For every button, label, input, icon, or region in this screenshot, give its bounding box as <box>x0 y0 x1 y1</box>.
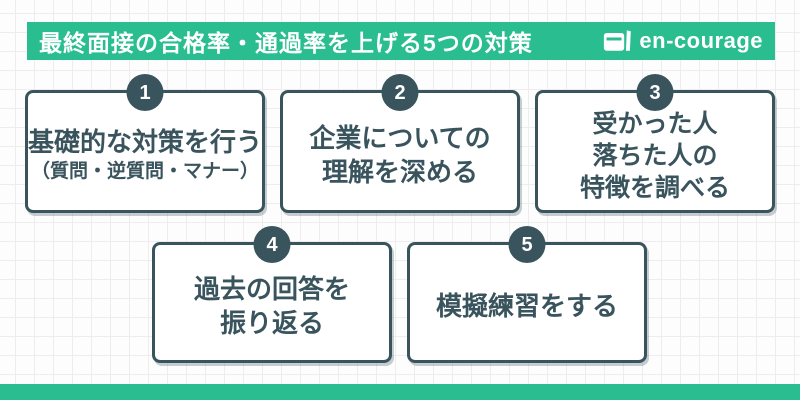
page-title: 最終面接の合格率・通過率を上げる5つの対策 <box>39 30 533 56</box>
card-4-review-past-answers: 4 過去の回答を 振り返る <box>152 226 392 363</box>
card-4-text-line-2: 振り返る <box>219 307 324 338</box>
card-3-number-badge: 3 <box>636 74 674 111</box>
card-3-text-line-2: 落ちた人の <box>592 141 718 170</box>
card-1-basic-preparation: 1 基礎的な対策を行う （質問・逆質問・マナー） <box>25 74 265 213</box>
footer-bar <box>0 384 800 400</box>
card-5-mock-practice: 5 模擬練習をする <box>407 226 647 363</box>
header-bar: 最終面接の合格率・通過率を上げる5つの対策 en-courage <box>27 22 775 60</box>
book-icon <box>603 28 633 54</box>
card-3-text-line-3: 特徴を調べる <box>579 173 730 202</box>
card-row-top: 1 基礎的な対策を行う （質問・逆質問・マナー） 2 企業についての 理解を深め… <box>25 74 775 213</box>
card-4-text-line-1: 過去の回答を <box>193 273 350 304</box>
card-1-text-line-2: （質問・逆質問・マナー） <box>31 161 260 183</box>
card-2-company-understanding: 2 企業についての 理解を深める <box>280 74 520 213</box>
card-1-number-badge: 1 <box>126 74 164 111</box>
card-3-research-pass-fail-traits: 3 受かった人 落ちた人の 特徴を調べる <box>535 74 775 213</box>
card-3-text-line-1: 受かった人 <box>592 109 718 138</box>
card-2-number-badge: 2 <box>381 74 419 111</box>
card-2-text-line-2: 理解を深める <box>321 156 478 187</box>
en-courage-logo: en-courage <box>603 28 763 54</box>
card-4-number-badge: 4 <box>253 226 291 263</box>
card-row-bottom: 4 過去の回答を 振り返る 5 模擬練習をする <box>152 226 647 363</box>
card-5-text-line-1: 模擬練習をする <box>435 290 618 321</box>
card-2-text-line-1: 企業についての <box>309 122 491 153</box>
card-5-number-badge: 5 <box>508 226 546 263</box>
card-1-text-line-1: 基礎的な対策を行う <box>28 127 263 158</box>
logo-text: en-courage <box>639 28 763 53</box>
